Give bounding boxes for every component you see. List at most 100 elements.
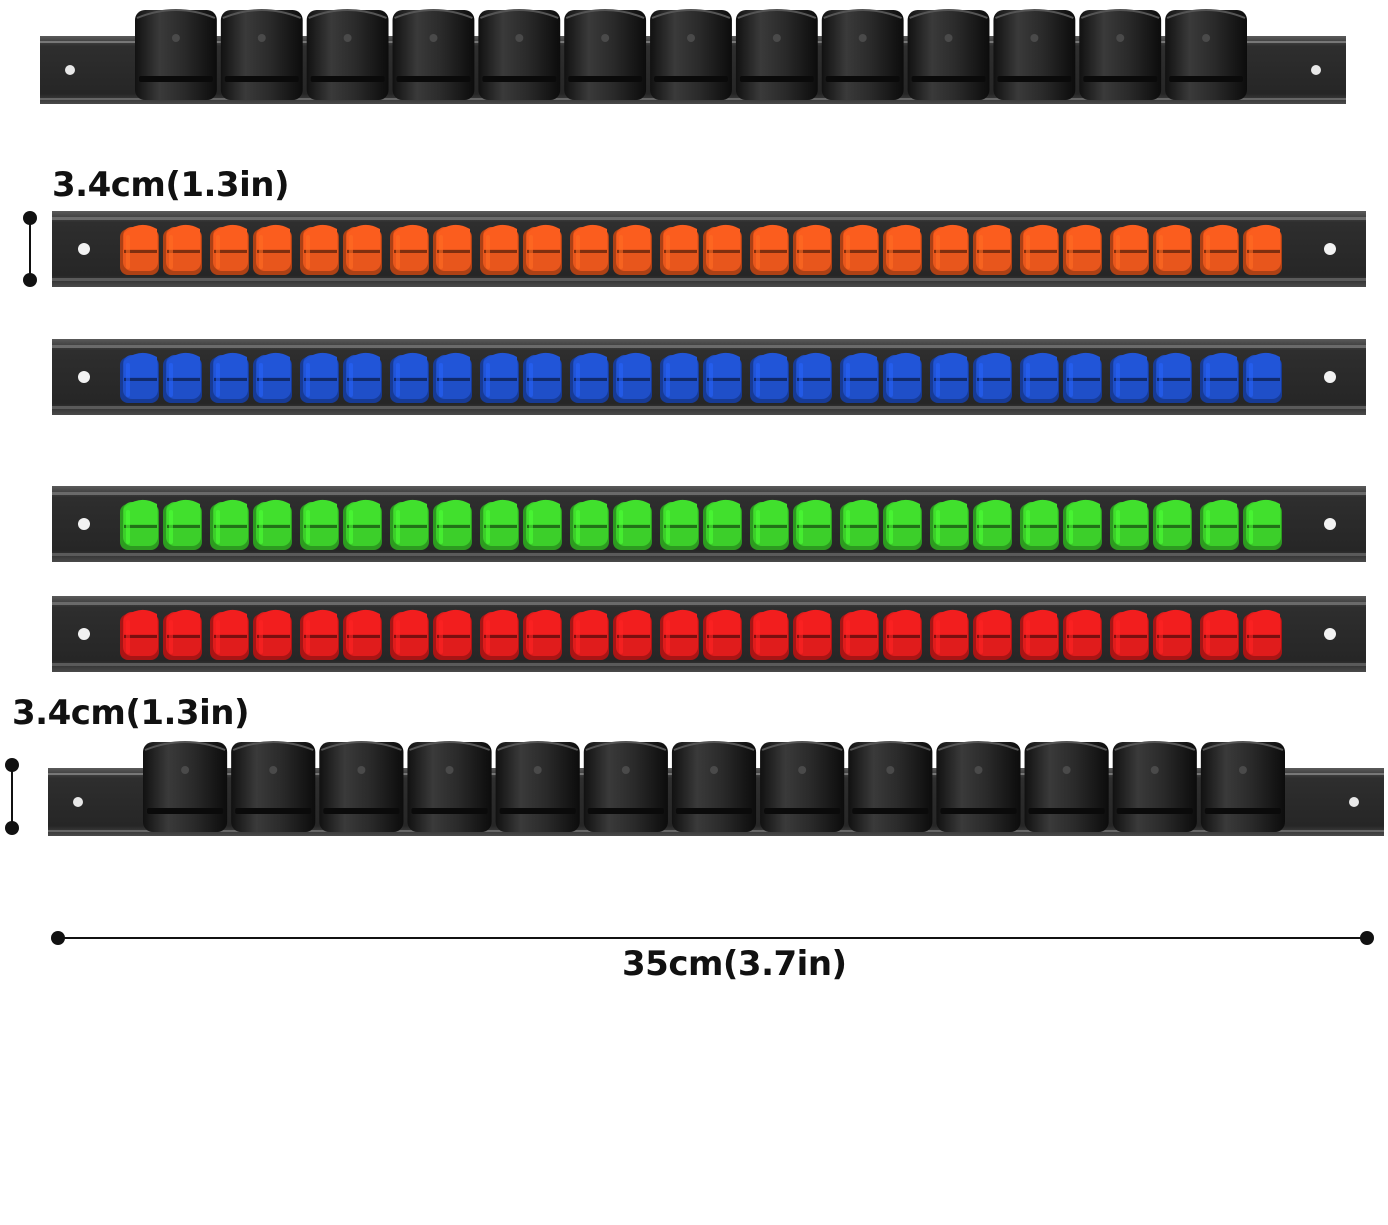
clip [735, 9, 818, 100]
clip [1200, 741, 1285, 832]
clip [883, 352, 922, 403]
clip [564, 9, 647, 100]
clip [1063, 224, 1102, 275]
clip [1063, 609, 1102, 660]
clip [253, 352, 292, 403]
clip [1020, 224, 1059, 275]
clip [495, 741, 580, 832]
clip [220, 9, 303, 100]
clip [120, 499, 159, 550]
clip [650, 9, 732, 100]
length-label: 35cm(3.7in) [622, 944, 847, 984]
clip [1110, 499, 1149, 550]
clip [973, 224, 1012, 275]
clip [973, 499, 1012, 550]
clip [840, 609, 879, 660]
clip [1153, 224, 1192, 275]
clip [1063, 352, 1102, 403]
clip [1020, 499, 1059, 550]
clip [407, 741, 492, 832]
clip [253, 499, 292, 550]
clip [163, 609, 202, 660]
clip [433, 224, 472, 275]
height-dimension-marker-top [23, 211, 37, 287]
clip [163, 499, 202, 550]
clip [253, 224, 292, 275]
clip [319, 741, 404, 832]
clip [1243, 352, 1282, 403]
clip [433, 499, 472, 550]
clip [300, 609, 339, 660]
clip [231, 741, 316, 832]
clip [993, 9, 1076, 100]
clip [253, 609, 292, 660]
clip [523, 352, 562, 403]
height-label-top: 3.4cm(1.3in) [52, 165, 289, 205]
clip [480, 499, 519, 550]
clip [210, 224, 249, 275]
clip [480, 224, 519, 275]
clip [1110, 224, 1149, 275]
clip [750, 224, 789, 275]
clip [793, 224, 832, 275]
clip [750, 609, 789, 660]
blue-clip-rail [52, 339, 1366, 415]
clip [390, 224, 429, 275]
clip [480, 352, 519, 403]
clip [883, 499, 922, 550]
clip [392, 9, 475, 100]
clip [343, 609, 382, 660]
clip [613, 224, 652, 275]
clip [1110, 352, 1149, 403]
clip [613, 352, 652, 403]
clip [570, 352, 609, 403]
clip [883, 609, 922, 660]
clip [930, 499, 969, 550]
clip [390, 352, 429, 403]
clip [306, 9, 389, 100]
clip [660, 499, 699, 550]
clip [210, 352, 249, 403]
clip [973, 609, 1012, 660]
clip [973, 352, 1012, 403]
clip [135, 9, 217, 100]
clip [523, 609, 562, 660]
green-clip-rail [52, 486, 1366, 562]
clip [1153, 352, 1192, 403]
clip [1200, 499, 1239, 550]
clip [750, 352, 789, 403]
clip [1112, 741, 1197, 832]
clip [570, 609, 609, 660]
clip [1153, 499, 1192, 550]
clip [840, 224, 879, 275]
clip [433, 352, 472, 403]
clip [570, 224, 609, 275]
clip [840, 499, 879, 550]
clip [760, 741, 845, 832]
clip [343, 224, 382, 275]
clip [300, 224, 339, 275]
clip [1079, 9, 1162, 100]
clip [703, 609, 742, 660]
clip [936, 741, 1021, 832]
clip [300, 499, 339, 550]
clip [143, 741, 228, 832]
orange-clip-rail [52, 211, 1366, 287]
clip [210, 499, 249, 550]
clip [660, 352, 699, 403]
clip [433, 609, 472, 660]
clip [1020, 609, 1059, 660]
clip [583, 741, 668, 832]
clip [703, 352, 742, 403]
clip [1243, 499, 1282, 550]
clip [120, 609, 159, 660]
height-label-bottom: 3.4cm(1.3in) [12, 693, 249, 733]
clip [660, 609, 699, 660]
clip [120, 352, 159, 403]
clip [1200, 224, 1239, 275]
clip [613, 609, 652, 660]
clip [1153, 609, 1192, 660]
clip [840, 352, 879, 403]
clip [1243, 609, 1282, 660]
